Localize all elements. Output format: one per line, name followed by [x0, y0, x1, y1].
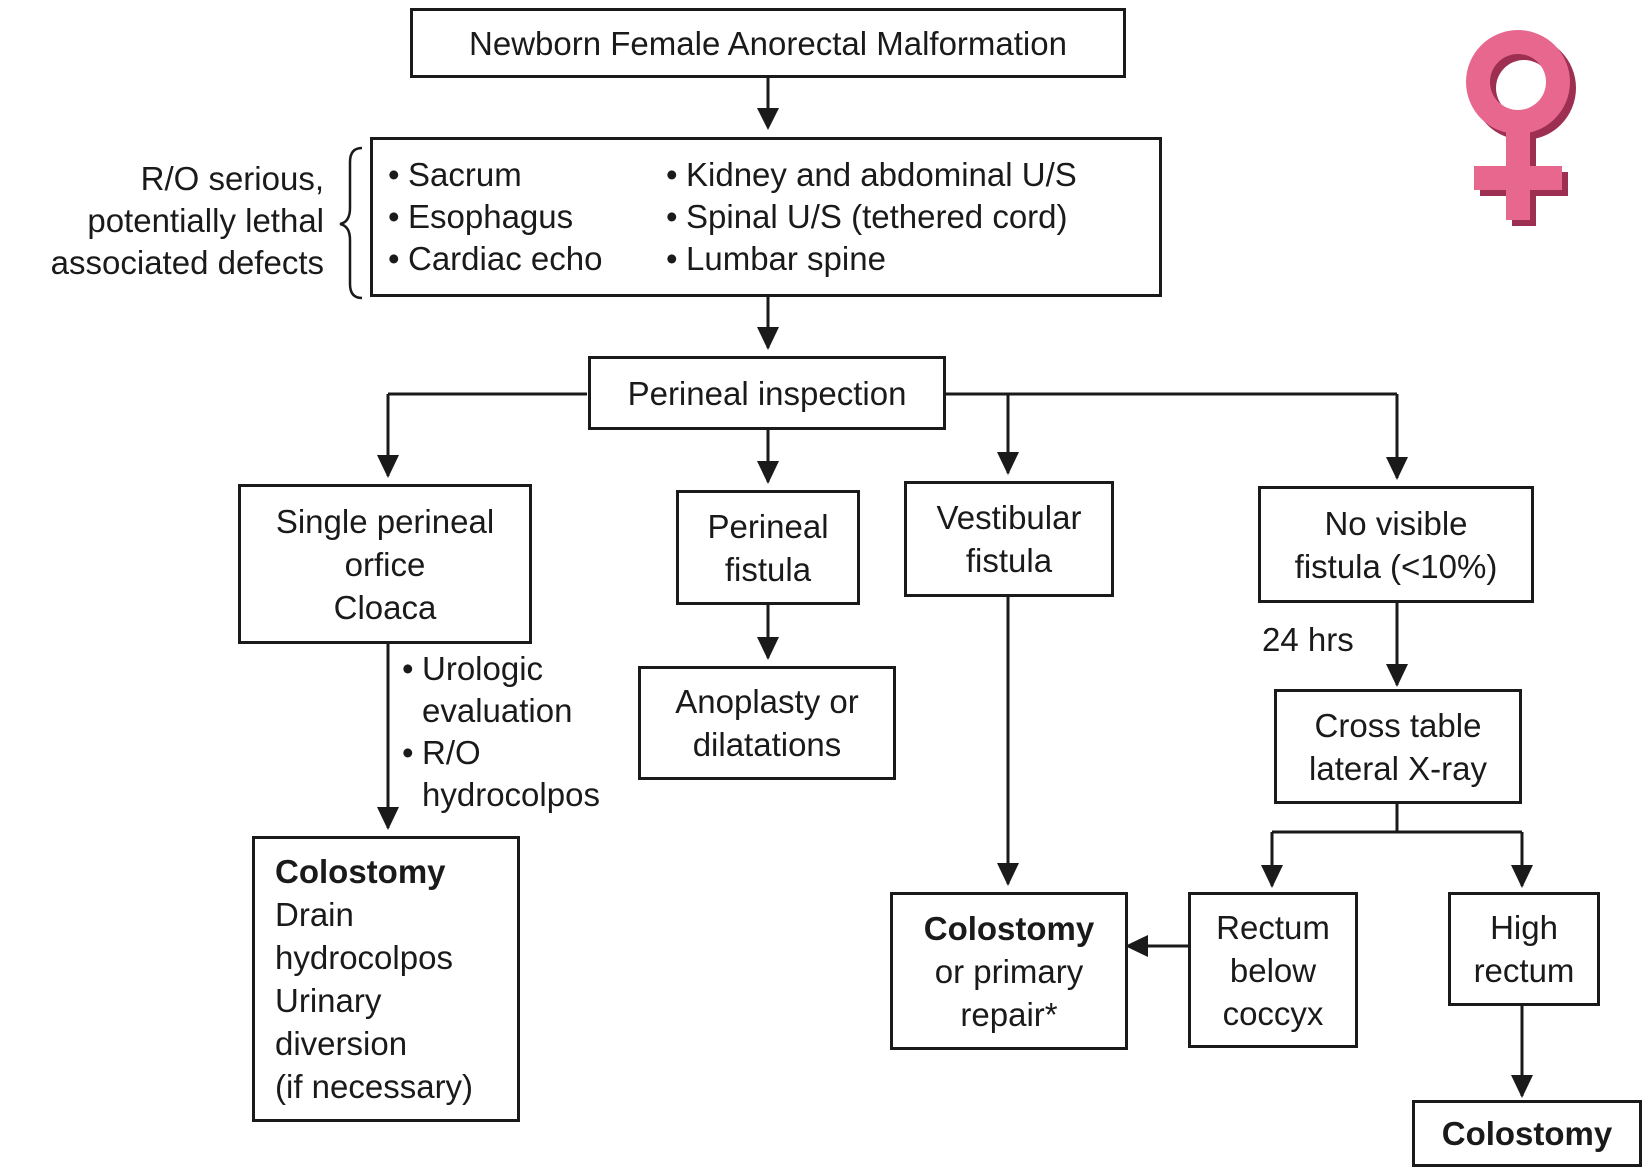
anoplasty-box: Anoplasty or dilatations: [638, 666, 896, 780]
cloaca-line: Single perineal: [275, 502, 495, 540]
outcome-line: hydrocolpos: [275, 939, 453, 976]
perineal-inspection-box: Perineal inspection: [588, 356, 946, 430]
arrowhead: [757, 108, 779, 130]
diagram-title: Newborn Female Anorectal Malformation: [469, 24, 1067, 62]
xray-box: Cross table lateral X-ray: [1274, 689, 1522, 804]
female-symbol-icon: [1466, 30, 1576, 226]
wait-label: 24 hrs: [1262, 621, 1354, 658]
checks-left-list: •Sacrum •Esophagus •Cardiac echo: [388, 154, 602, 280]
check-item: •Sacrum: [388, 154, 602, 196]
step-label: evaluation: [422, 692, 573, 729]
high-rectum-box: High rectum: [1448, 892, 1600, 1006]
high-colostomy-box: Colostomy: [1412, 1100, 1642, 1167]
cloaca-line: orfice: [344, 545, 426, 583]
check-item-label: Esophagus: [408, 198, 574, 235]
rectum-below-box: Rectum below coccyx: [1188, 892, 1358, 1048]
anoplasty-line: dilatations: [692, 726, 842, 763]
perineal-fistula-box: Perineal fistula: [676, 490, 860, 605]
outcome-line: (if necessary): [275, 1068, 474, 1105]
cloaca-colostomy-box: Colostomy Drain hydrocolpos Urinary dive…: [252, 836, 520, 1122]
arrowhead: [377, 455, 399, 478]
outcome-line: Urinary: [275, 982, 382, 1019]
check-item: •Cardiac echo: [388, 238, 602, 280]
arrowhead: [1386, 457, 1408, 480]
associated-defects-box: [370, 137, 1162, 297]
cloaca-steps-list: •Urologic evaluation •R/O hydrocolpos: [402, 648, 600, 816]
vestibular-fistula-line: fistula: [965, 542, 1053, 579]
arrowhead: [1386, 664, 1408, 687]
vestibular-fistula-box: Vestibular fistula: [904, 481, 1114, 597]
rectum-below-line: coccyx: [1222, 994, 1324, 1032]
check-item-label: Lumbar spine: [686, 240, 886, 277]
vestibular-colostomy-box: Colostomy or primary repair*: [890, 892, 1128, 1050]
arrowhead: [997, 452, 1019, 475]
step-item: •Urologic: [402, 648, 600, 690]
female-symbol-face: [1466, 30, 1570, 220]
ro-note: R/O serious, potentially lethal associat…: [0, 158, 324, 284]
arrowhead: [757, 637, 779, 660]
rectum-below-line: Rectum: [1216, 908, 1330, 946]
cloaca-line: Cloaca: [333, 588, 437, 626]
check-item: •Esophagus: [388, 196, 602, 238]
high-rectum-line: High: [1490, 909, 1558, 946]
no-visible-fistula-box: No visible fistula (<10%): [1258, 486, 1534, 603]
arrowhead: [1261, 865, 1283, 888]
no-visible-line: fistula (<10%): [1294, 547, 1498, 585]
ro-note-line: potentially lethal: [87, 202, 324, 239]
outcome-line: repair*: [960, 995, 1058, 1033]
check-item-label: Spinal U/S (tethered cord): [686, 198, 1068, 235]
perineal-fistula-line: fistula: [724, 550, 812, 588]
arrowhead: [757, 461, 779, 484]
bullet: •: [666, 156, 678, 193]
outcome-line: or primary: [934, 952, 1084, 990]
step-item: evaluation: [402, 690, 600, 732]
xray-line: lateral X-ray: [1309, 749, 1487, 787]
check-item: •Spinal U/S (tethered cord): [666, 196, 1077, 238]
arrowhead: [757, 327, 779, 350]
bullet: •: [402, 734, 414, 771]
cloaca-box: Single perineal orfice Cloaca: [238, 484, 532, 644]
step-item: •R/O: [402, 732, 600, 774]
perineal-inspection-label: Perineal inspection: [627, 374, 907, 412]
xray-line: Cross table: [1314, 706, 1482, 744]
step-item: hydrocolpos: [402, 774, 600, 816]
bullet: •: [666, 198, 678, 235]
step-label: hydrocolpos: [422, 776, 600, 813]
vestibular-fistula-line: Vestibular: [936, 499, 1082, 536]
arrowhead: [1125, 935, 1148, 957]
outcome-line: diversion: [275, 1025, 408, 1062]
checks-right-list: •Kidney and abdominal U/S •Spinal U/S (t…: [666, 154, 1077, 280]
check-item: •Lumbar spine: [666, 238, 1077, 280]
check-item-label: Sacrum: [408, 156, 522, 193]
arrowhead: [377, 807, 399, 830]
anoplasty-line: Anoplasty or: [675, 683, 859, 720]
step-label: Urologic: [422, 650, 544, 687]
ro-note-line: associated defects: [50, 244, 324, 281]
arrowhead: [997, 863, 1019, 886]
high-rectum-line: rectum: [1473, 952, 1575, 989]
title-box: Newborn Female Anorectal Malformation: [410, 8, 1126, 78]
colostomy-title: Colostomy: [923, 909, 1095, 947]
bullet: •: [388, 156, 400, 193]
arrowhead: [1511, 1075, 1533, 1098]
perineal-fistula-line: Perineal: [707, 507, 829, 545]
check-item: •Kidney and abdominal U/S: [666, 154, 1077, 196]
bullet: •: [402, 650, 414, 687]
step-label: R/O: [422, 734, 481, 771]
colostomy-title: Colostomy: [275, 853, 446, 890]
colostomy-title: Colostomy: [1441, 1115, 1613, 1152]
bullet: •: [388, 198, 400, 235]
check-item-label: Cardiac echo: [408, 240, 603, 277]
brace: [339, 146, 363, 300]
outcome-line: Drain: [275, 896, 354, 933]
bullet: •: [666, 240, 678, 277]
check-item-label: Kidney and abdominal U/S: [686, 156, 1077, 193]
ro-note-line: R/O serious,: [140, 160, 324, 197]
bullet: •: [388, 240, 400, 277]
no-visible-line: No visible: [1324, 504, 1468, 542]
rectum-below-line: below: [1229, 951, 1317, 989]
arrowhead: [1511, 865, 1533, 888]
